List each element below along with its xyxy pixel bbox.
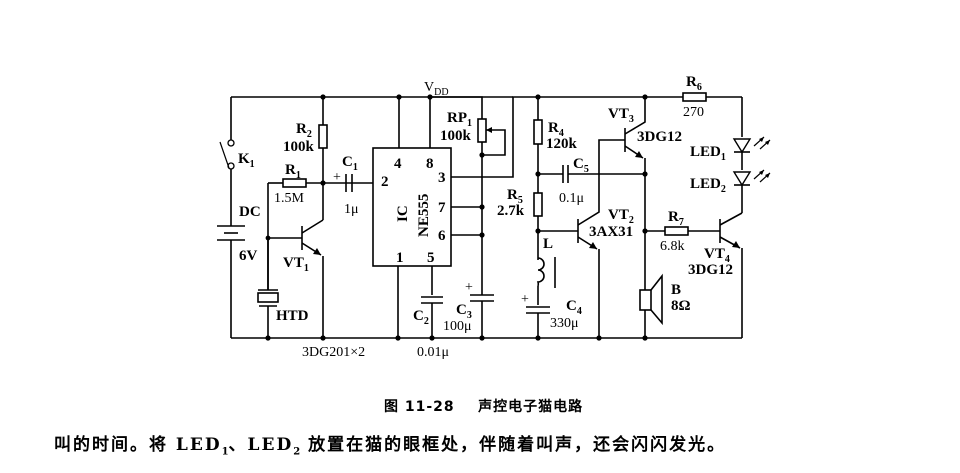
resistor-r6: R6 270 [682,74,707,120]
capacitor-c2: C2 0.01μ [413,296,449,360]
r6-label: R6 [686,74,702,93]
c3-value: 100μ [443,319,472,334]
inductor-l: L [536,236,556,305]
caption-title: 声控电子猫电路 [478,399,584,415]
led1: LED1 [690,136,771,163]
r5-label: R5 [507,187,523,206]
svg-text:8: 8 [426,156,434,172]
svg-text:+: + [521,292,529,307]
rp1-label: RP1 [447,110,472,129]
r2-value: 100k [283,139,315,155]
transistor-vt1: VT1 [268,219,324,338]
vt4-part: 3DG12 [688,262,733,278]
resistor-r5: R5 2.7k [497,187,543,260]
led2: LED2 [690,169,771,195]
ic-part: NE555 [416,194,432,237]
transistor-vt4: VT4 3DG12 [688,212,743,338]
capacitor-c4: + C4 330μ [521,292,582,338]
vdd-label: VDD [424,80,449,98]
speaker-value: 8Ω [671,298,691,314]
battery-value: 6V [239,248,258,264]
c2-label: C2 [413,308,429,327]
junction [479,152,485,158]
potentiometer-rp1: RP1 100k [430,96,506,295]
resistor-r4: R4 120k [533,97,578,193]
rp1-value: 100k [440,128,472,144]
transistor-pair-note: 3DG201×2 [302,345,365,360]
c3-label: C3 [456,302,472,321]
c1-label: C1 [342,154,358,173]
c1-value: 1μ [344,202,359,217]
c5-value: 0.1μ [559,191,584,206]
ic-label: IC [395,205,411,222]
speaker-label: B [671,282,681,298]
resistor-r7: R7 6.8k [645,209,720,254]
r7-value: 6.8k [660,239,685,254]
c5-label: C5 [573,156,589,175]
r5-value: 2.7k [497,203,525,219]
ic-ne555: 4 8 2 3 7 6 1 5 IC NE555 [372,97,452,338]
resistor-r1: R1 1.5M [274,162,307,206]
vt4-label: VT4 [704,246,730,265]
vt1-label: VT1 [283,255,309,274]
r1-label: R1 [285,162,301,181]
caption-number: 图 11-28 [384,399,455,415]
r1-value: 1.5M [274,191,305,206]
figure-caption: 图 11-28 声控电子猫电路 [384,396,583,416]
r4-label: R4 [548,120,564,139]
r7-label: R7 [668,209,684,228]
c4-value: 330μ [550,316,579,331]
c4-label: C4 [566,298,582,317]
capacitor-c5: C5 0.1μ [538,156,645,206]
vt2-label: VT2 [608,207,634,226]
r6-value: 270 [683,105,704,120]
switch-k1: K1 [219,97,255,218]
battery-dc: DC 6V [217,204,261,338]
capacitor-c3: + C3 100μ [443,280,494,338]
vt3-label: VT3 [608,106,634,125]
body-text: 叫的时间。将 LED1、LED2 放置在猫的眼框处，伴随着叫声，还会闪闪发光。 [54,435,727,458]
led1-label: LED1 [690,144,726,163]
svg-text:4: 4 [394,156,402,172]
resistor-r2: R2 100k [283,97,328,220]
svg-text:5: 5 [427,250,435,266]
battery-label: DC [239,204,261,220]
svg-text:2: 2 [381,174,389,190]
r2-label: R2 [296,121,312,140]
vt3-part: 3DG12 [637,129,682,145]
l-label: L [543,236,553,252]
led2-label: LED2 [690,176,726,195]
svg-text:+: + [465,280,473,295]
svg-text:7: 7 [438,200,446,216]
svg-text:+: + [333,170,341,185]
svg-text:1: 1 [396,250,404,266]
vt2-part: 3AX31 [589,224,633,240]
piezo-htd: HTD [257,238,309,338]
speaker-b: B 8Ω [639,273,691,338]
htd-label: HTD [276,308,309,324]
r4-value: 120k [546,136,578,152]
c2-value: 0.01μ [417,345,449,360]
svg-text:3: 3 [438,170,446,186]
transistor-vt2: VT2 3AX31 [538,139,634,338]
k1-label: K1 [238,151,255,170]
svg-text:6: 6 [438,228,446,244]
transistor-vt3: VT3 3DG12 [608,97,682,290]
capacitor-c1: + C1 1μ [333,154,359,217]
